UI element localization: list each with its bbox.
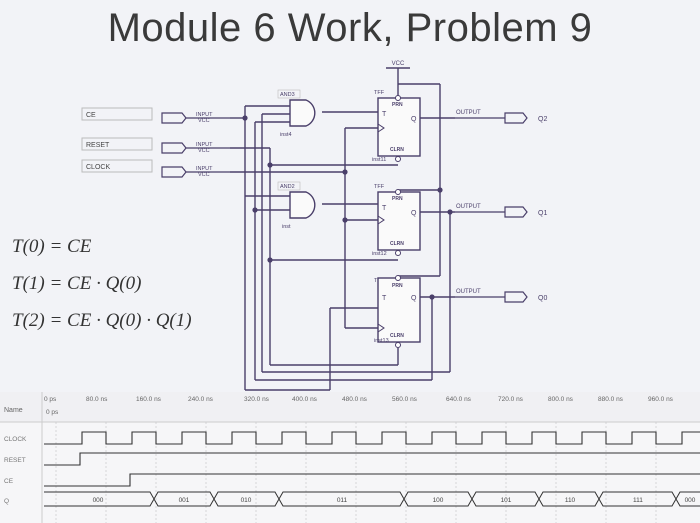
q-value: 100 xyxy=(433,497,444,504)
waveform-panel: Name 0 ps 0 ps 80.0 ns 160.0 ns 240.0 ns… xyxy=(0,392,700,523)
tff-inst12: TFF PRN T Q CLRN inst12 xyxy=(372,184,421,257)
q-value: 001 xyxy=(179,497,190,504)
svg-text:CLRN: CLRN xyxy=(390,333,404,339)
svg-text:OUTPUT: OUTPUT xyxy=(456,110,481,116)
input-reset: RESET INPUT VCC xyxy=(81,137,230,154)
svg-text:OUTPUT: OUTPUT xyxy=(456,289,481,295)
time-label: 160.0 ns xyxy=(136,396,162,403)
tff-inst13: TFF PRN T Q CLRN inst13 xyxy=(374,275,421,348)
svg-text:RESET: RESET xyxy=(86,142,110,149)
signal-name-q: Q xyxy=(4,498,9,505)
zero-marker: 0 ps xyxy=(46,409,59,416)
svg-text:AND2: AND2 xyxy=(280,184,295,190)
output-q1: OUTPUT Q1 xyxy=(455,204,547,218)
svg-text:Q1: Q1 xyxy=(538,210,547,217)
svg-text:CLOCK: CLOCK xyxy=(86,164,110,171)
q-bus-waveform xyxy=(44,491,700,507)
signal-name-ce: CE xyxy=(4,478,14,485)
svg-text:Q: Q xyxy=(411,116,417,123)
svg-text:TFF: TFF xyxy=(374,184,385,190)
equation-t2: T(2) = CE · Q(0) · Q(1) xyxy=(12,310,192,331)
tff-inst11: TFF PRN T Q CLRN inst11 xyxy=(372,90,421,163)
svg-text:VCC: VCC xyxy=(198,172,210,178)
ce-waveform xyxy=(44,473,700,487)
time-label: 240.0 ns xyxy=(188,396,214,403)
output-q2: OUTPUT Q2 xyxy=(455,110,547,124)
svg-text:INPUT: INPUT xyxy=(196,142,213,148)
signal-name-clock: CLOCK xyxy=(4,436,27,443)
equations-block: T(0) = CE T(1) = CE · Q(0) T(2) = CE · Q… xyxy=(12,228,192,339)
svg-text:INPUT: INPUT xyxy=(196,166,213,172)
svg-text:inst13: inst13 xyxy=(374,338,389,344)
and3-gate: AND3 inst4 xyxy=(277,89,316,138)
time-label: 80.0 ns xyxy=(86,396,108,403)
reset-waveform xyxy=(44,452,700,466)
svg-text:VCC: VCC xyxy=(198,118,210,124)
svg-text:CLRN: CLRN xyxy=(390,241,404,247)
q-value: 011 xyxy=(337,497,348,504)
svg-text:Q0: Q0 xyxy=(538,295,547,302)
output-q0: OUTPUT Q0 xyxy=(455,289,547,303)
svg-text:T: T xyxy=(382,205,387,212)
q-value: 010 xyxy=(241,497,252,504)
vcc-symbol: VCC xyxy=(386,61,410,69)
svg-text:inst11: inst11 xyxy=(372,157,386,163)
svg-text:PRN: PRN xyxy=(392,102,403,108)
time-label: 640.0 ns xyxy=(446,396,472,403)
svg-text:inst12: inst12 xyxy=(372,251,387,257)
svg-text:TFF: TFF xyxy=(374,90,385,96)
signal-name-reset: RESET xyxy=(4,457,26,464)
time-label: 560.0 ns xyxy=(392,396,418,403)
equation-t0: T(0) = CE xyxy=(12,236,92,257)
and2-gate: AND2 inst xyxy=(277,181,316,230)
svg-text:VCC: VCC xyxy=(392,61,405,67)
time-label: 0 ps xyxy=(44,396,57,403)
svg-text:CLRN: CLRN xyxy=(390,147,404,153)
time-label: 960.0 ns xyxy=(648,396,674,403)
time-label: 480.0 ns xyxy=(342,396,368,403)
page-title: Module 6 Work, Problem 9 xyxy=(107,6,593,50)
svg-text:AND3: AND3 xyxy=(280,92,295,98)
svg-text:PRN: PRN xyxy=(392,283,403,289)
time-label: 400.0 ns xyxy=(292,396,318,403)
q-value: 000 xyxy=(685,497,696,504)
time-label: 880.0 ns xyxy=(598,396,624,403)
q-value: 000 xyxy=(93,497,104,504)
input-ce: CE INPUT VCC xyxy=(81,107,230,124)
svg-text:OUTPUT: OUTPUT xyxy=(456,204,481,210)
q-value: 111 xyxy=(633,497,643,504)
svg-text:T: T xyxy=(382,295,387,302)
time-label: 720.0 ns xyxy=(498,396,524,403)
time-label: 320.0 ns xyxy=(244,396,270,403)
svg-text:inst: inst xyxy=(282,224,291,230)
schematic-diagram: VCC CE INPUT VCC RESET INPUT VCC CLOCK I… xyxy=(81,61,547,391)
equation-t1: T(1) = CE · Q(0) xyxy=(12,273,142,294)
q-value: 101 xyxy=(501,497,512,504)
svg-text:PRN: PRN xyxy=(392,196,403,202)
svg-text:inst4: inst4 xyxy=(280,132,292,138)
q-value: 110 xyxy=(565,497,576,504)
svg-text:T: T xyxy=(382,111,387,118)
time-label: 800.0 ns xyxy=(548,396,574,403)
name-header: Name xyxy=(4,407,23,414)
input-clock: CLOCK INPUT VCC xyxy=(81,159,230,178)
svg-text:Q: Q xyxy=(411,210,417,217)
svg-text:INPUT: INPUT xyxy=(196,112,213,118)
svg-text:Q: Q xyxy=(411,295,417,302)
svg-text:Q2: Q2 xyxy=(538,116,547,123)
svg-text:VCC: VCC xyxy=(198,148,210,154)
clock-waveform xyxy=(44,431,700,445)
svg-text:CE: CE xyxy=(86,112,96,119)
